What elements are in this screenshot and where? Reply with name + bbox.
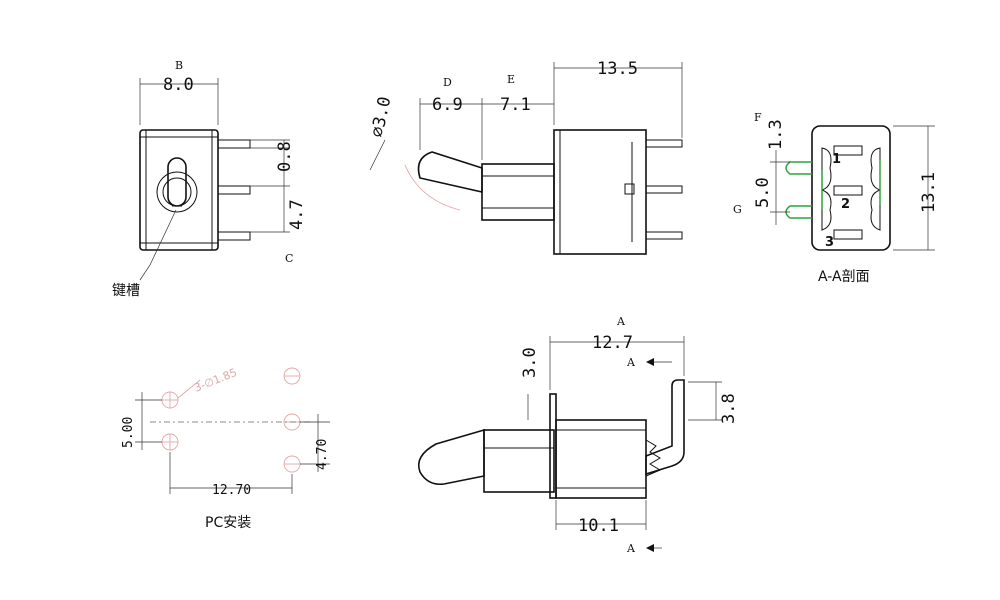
- section-outline: [811, 125, 891, 251]
- ra-bent-pin: [645, 379, 685, 476]
- side-view: 13.5 D 6.9 E 7.1 ∅3.0: [367, 59, 683, 255]
- section-cavity-right-bottom: [870, 189, 881, 231]
- pc-row-pitch: 5.00: [121, 417, 136, 448]
- ra-section-marker-top: A: [626, 356, 636, 369]
- side-lever: [417, 151, 483, 194]
- section-cavity-left-bottom: [821, 189, 832, 231]
- ra-bushing: [483, 429, 555, 493]
- side-pin-bottom: [645, 231, 683, 240]
- front-pin-top: [217, 139, 251, 149]
- front-pin-pitch-dim: 4.7: [287, 199, 307, 230]
- side-bushing-letter: E: [507, 73, 515, 86]
- side-lever-letter: D: [443, 76, 452, 89]
- side-pin-middle: [645, 185, 683, 194]
- front-pin-middle: [217, 185, 251, 195]
- side-body-window: [624, 183, 635, 195]
- pc-col-pitch: 4.70: [315, 439, 330, 470]
- front-bushing-outer: [156, 171, 198, 213]
- front-width-letter: B: [175, 59, 183, 72]
- section-cavity-right-top: [870, 147, 881, 191]
- side-lever-dia: ∅3.0: [367, 95, 395, 139]
- section-contact-1: [833, 145, 863, 156]
- section-view: 1 2 3 13.1 5.0 G 1.3 F A-A剖面: [733, 111, 939, 285]
- right-angle-view: A 12.7 3.0 3.8 10.1 A A: [417, 315, 739, 555]
- pc-span: 12.70: [212, 483, 251, 498]
- ra-section-arrowhead-bottom: [646, 544, 654, 552]
- front-width-dim: 8.0: [163, 75, 194, 95]
- side-pin-top: [645, 139, 683, 148]
- front-pin-bottom: [217, 231, 251, 241]
- front-body-outline: [139, 129, 219, 251]
- side-bushing-dim: 7.1: [500, 95, 531, 115]
- side-overall-dim: 13.5: [597, 59, 638, 79]
- ra-lever: [417, 428, 485, 486]
- section-pin-2: 2: [841, 197, 850, 212]
- section-pin-3: 3: [825, 235, 834, 250]
- ra-section-marker-bottom: A: [626, 542, 636, 555]
- front-pin-gap-dim: 0.8: [275, 141, 295, 172]
- pc-caption: PC安装: [205, 515, 251, 531]
- section-pitch-letter: G: [733, 203, 742, 216]
- section-offset-dim: 1.3: [766, 119, 786, 150]
- ra-pin-serration: [645, 439, 662, 477]
- ra-section-arrowhead-top: [646, 358, 654, 366]
- section-offset-letter: F: [754, 111, 762, 124]
- section-green-pin-top: [785, 161, 812, 175]
- front-lever: [167, 157, 187, 207]
- ra-flange: [549, 393, 557, 499]
- section-pin-1: 1: [832, 152, 841, 167]
- ra-body: [555, 419, 647, 499]
- section-contact-2: [833, 185, 863, 196]
- ra-flange-dim: 3.0: [520, 347, 540, 378]
- pc-mount-view: 3-∅1.85 5.00 4.70 12.70 PC安装: [121, 366, 330, 531]
- ra-width-letter: A: [616, 315, 626, 328]
- side-bushing: [481, 163, 555, 221]
- pc-hole-note-leader: [177, 379, 201, 399]
- section-cavity-left-top: [821, 147, 832, 191]
- section-contact-3: [833, 229, 863, 240]
- section-pitch-dim: 5.0: [753, 177, 773, 208]
- pc-hole-note: 3-∅1.85: [192, 366, 239, 395]
- ra-body-dim: 10.1: [578, 516, 619, 536]
- ra-width-dim: 12.7: [592, 333, 633, 353]
- side-lever-arc: [404, 164, 461, 211]
- front-view: 键槽 B 8.0 0.8 4.7 C: [112, 59, 307, 299]
- section-caption: A-A剖面: [818, 269, 870, 285]
- front-pitch-letter: C: [285, 252, 293, 265]
- keyway-leader: [139, 209, 177, 281]
- ra-pin-dim: 3.8: [719, 393, 739, 424]
- section-height-dim: 13.1: [919, 172, 939, 213]
- side-lever-dim: 6.9: [432, 95, 463, 115]
- keyway-label: 键槽: [112, 283, 140, 299]
- side-dia-leader: [369, 139, 386, 171]
